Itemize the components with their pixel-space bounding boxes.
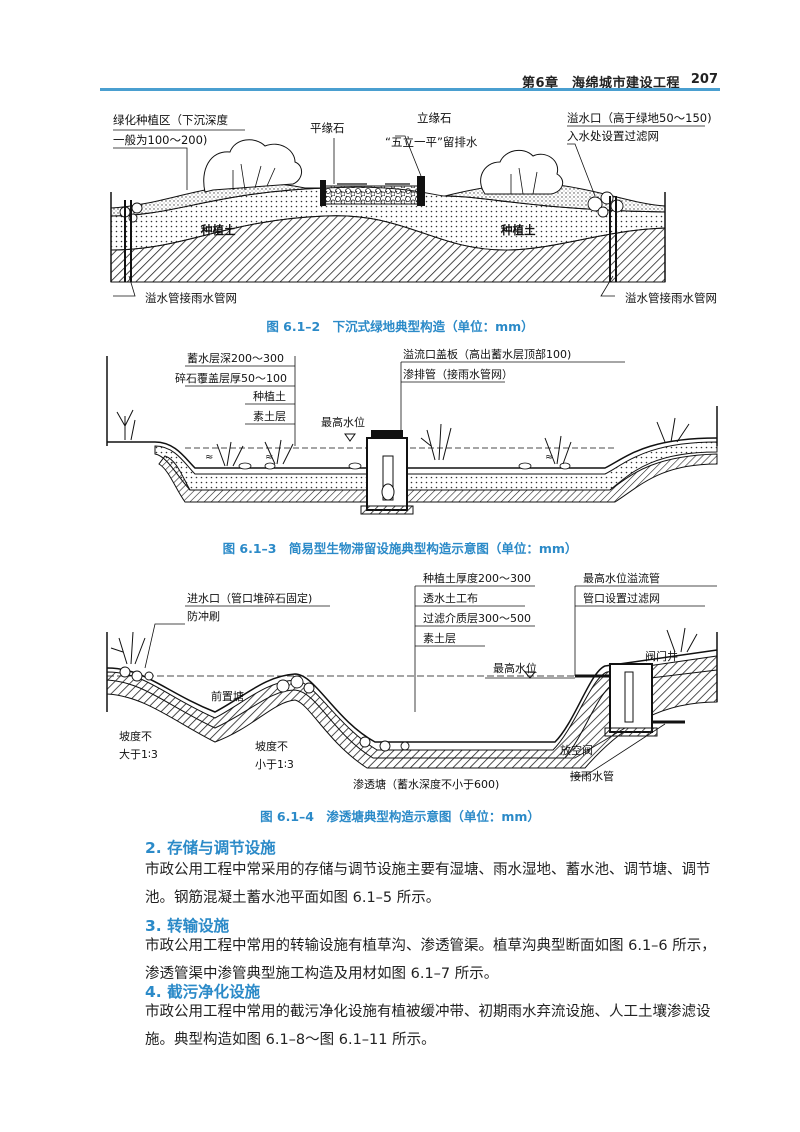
label-planting-soil: 种植土	[253, 389, 286, 403]
label-max-level: 最高水位	[493, 661, 537, 675]
label-overflow-pipe: 最高水位溢流管	[583, 572, 660, 585]
label-soil-right: 种植土	[500, 223, 536, 237]
label-five-one: “五立一平”留排水	[385, 135, 478, 149]
label-slope2-b: 小于1∶3	[255, 758, 294, 771]
label-soil-thickness: 种植土厚度200～300	[423, 572, 531, 585]
page-number: 207	[690, 72, 718, 87]
label-filter-layer: 过滤介质层300～500	[423, 612, 531, 625]
paragraph-text: 市政公用工程中常用的截污净化设施有植被缓冲带、初期雨水弃流设施、人工土壤渗滤设施…	[145, 1004, 711, 1048]
label-pipe-left: 溢水管接雨水管网	[145, 291, 237, 305]
svg-text:≈: ≈	[545, 452, 553, 463]
figure-number: 图 6.1–3	[222, 541, 277, 556]
section-paragraph: 市政公用工程中常采用的存储与调节设施主要有湿塘、雨水湿地、蓄水池、调节塘、调节池…	[108, 856, 720, 912]
figure-title: 简易型生物滞留设施典型构造示意图（单位：mm）	[288, 541, 578, 556]
label-pond: 渗透塘（蓄水深度不小于600)	[353, 777, 499, 791]
figure-caption: 图 6.1–4 渗透塘典型构造示意图（单位：mm）	[0, 806, 800, 825]
label-gravel: 碎石覆盖层厚50～100	[175, 371, 287, 385]
figure-caption: 图 6.1–3 简易型生物滞留设施典型构造示意图（单位：mm）	[0, 538, 800, 557]
label-anti-scour: 防冲刷	[187, 609, 220, 623]
label-geotextile: 透水土工布	[423, 592, 478, 605]
section-heading: 3. 转输设施	[145, 917, 230, 935]
label-green-area-2: 一般为100～200)	[113, 133, 207, 147]
paragraph-text: 市政公用工程中常采用的存储与调节设施主要有湿塘、雨水湿地、蓄水池、调节塘、调节池…	[145, 862, 711, 906]
label-storage-depth: 蓄水层深200～300	[187, 352, 284, 365]
label-green-area-1: 绿化种植区（下沉深度	[113, 113, 228, 127]
label-standing-curb: 立缘石	[417, 111, 452, 125]
label-drain-pipe: 渗排管（接雨水管网）	[403, 367, 513, 381]
figure-title: 渗透塘典型构造示意图（单位：mm）	[326, 809, 540, 824]
label-drain-valve: 放空阀	[560, 743, 593, 757]
label-overflow-1: 溢水口（高于绿地50～150)	[567, 111, 712, 125]
label-soil-left: 种植土	[200, 223, 236, 237]
label-pipe-right: 溢水管接雨水管网	[625, 291, 717, 305]
figure-number: 图 6.1–4	[260, 809, 315, 824]
label-inlet: 进水口（管口堆碎石固定)	[187, 591, 312, 605]
label-filter-net: 管口设置过滤网	[583, 591, 660, 605]
label-max-level: 最高水位	[321, 415, 365, 429]
figure-infiltration-pond: 进水口（管口堆碎石固定) 防冲刷 种植土厚度200～300 透水土工布 过滤介质…	[105, 572, 725, 798]
label-rain-pipe: 接雨水管	[570, 769, 614, 783]
svg-text:≈: ≈	[205, 452, 213, 463]
section-paragraph: 市政公用工程中常用的截污净化设施有植被缓冲带、初期雨水弃流设施、人工土壤渗滤设施…	[108, 998, 720, 1054]
figure-sunken-greenland: 绿化种植区（下沉深度 一般为100～200) 平缘石 立缘石 “五立一平”留排水…	[105, 100, 725, 310]
label-flat-curb: 平缘石	[310, 121, 345, 135]
chapter-title: 第6章 海绵城市建设工程	[521, 76, 680, 91]
label-plain-soil: 素土层	[253, 410, 286, 423]
svg-text:≈: ≈	[265, 452, 273, 463]
label-forebay: 前置塘	[211, 689, 244, 703]
label-slope1-a: 坡度不	[119, 729, 152, 743]
figure-title: 下沉式绿地典型构造（单位：mm）	[332, 319, 534, 334]
figure-bioretention: ≈ ≈ ≈ 蓄水层深200～300 碎石覆盖层厚50～100 种植土 素土层 最高水…	[105, 346, 725, 526]
label-valve-well: 阀门井	[645, 649, 678, 663]
section-heading: 2. 存储与调节设施	[145, 839, 276, 857]
section-paragraph: 市政公用工程中常用的转输设施有植草沟、渗透管渠。植草沟典型断面如图 6.1–6 …	[108, 932, 720, 988]
label-overflow-2: 入水处设置过滤网	[567, 129, 659, 143]
header-rule	[100, 88, 720, 91]
figure-caption: 图 6.1–2 下沉式绿地典型构造（单位：mm）	[0, 316, 800, 335]
section-heading: 4. 截污净化设施	[145, 983, 261, 1001]
page-header: 第6章 海绵城市建设工程 207	[100, 60, 720, 91]
label-slope2-a: 坡度不	[255, 739, 288, 753]
label-slope1-b: 大于1∶3	[119, 747, 158, 761]
label-plain-soil: 素土层	[423, 632, 456, 645]
label-overflow-cover: 溢流口盖板（高出蓄水层顶部100)	[403, 347, 571, 361]
figure-number: 图 6.1–2	[266, 319, 321, 334]
paragraph-text: 市政公用工程中常用的转输设施有植草沟、渗透管渠。植草沟典型断面如图 6.1–6 …	[145, 938, 716, 982]
